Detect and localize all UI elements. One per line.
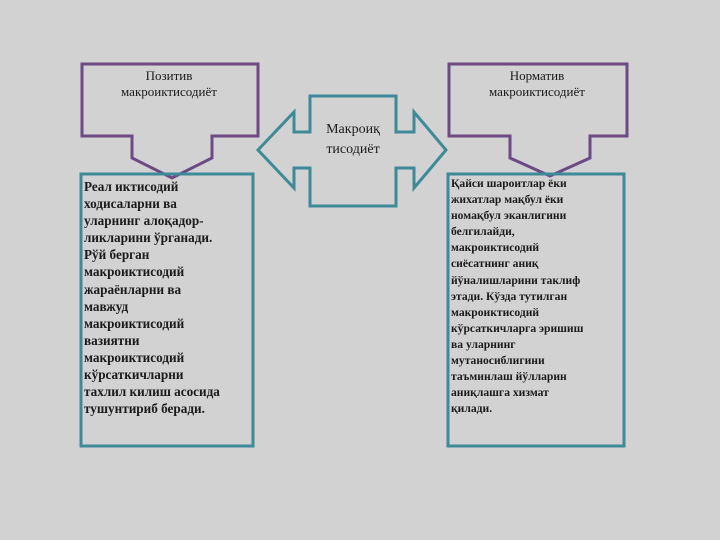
left-body-text: Реал иктисодий ходисаларни ва уларнинг а… [84, 179, 220, 417]
left-body-box [79, 172, 255, 448]
right-heading: Норматив макроиктисодиёт [489, 68, 585, 99]
left-heading-callout [80, 62, 260, 180]
right-heading-callout [447, 62, 629, 178]
center-label: Макроиқ тисодиёт [326, 122, 380, 157]
right-body-text: Қайси шароитлар ёки жихатлар мақбул ёки … [451, 177, 584, 416]
right-body-box [446, 172, 626, 448]
center-double-arrow-box [255, 94, 448, 208]
left-heading: Позитив макроиктисодиёт [121, 68, 217, 99]
